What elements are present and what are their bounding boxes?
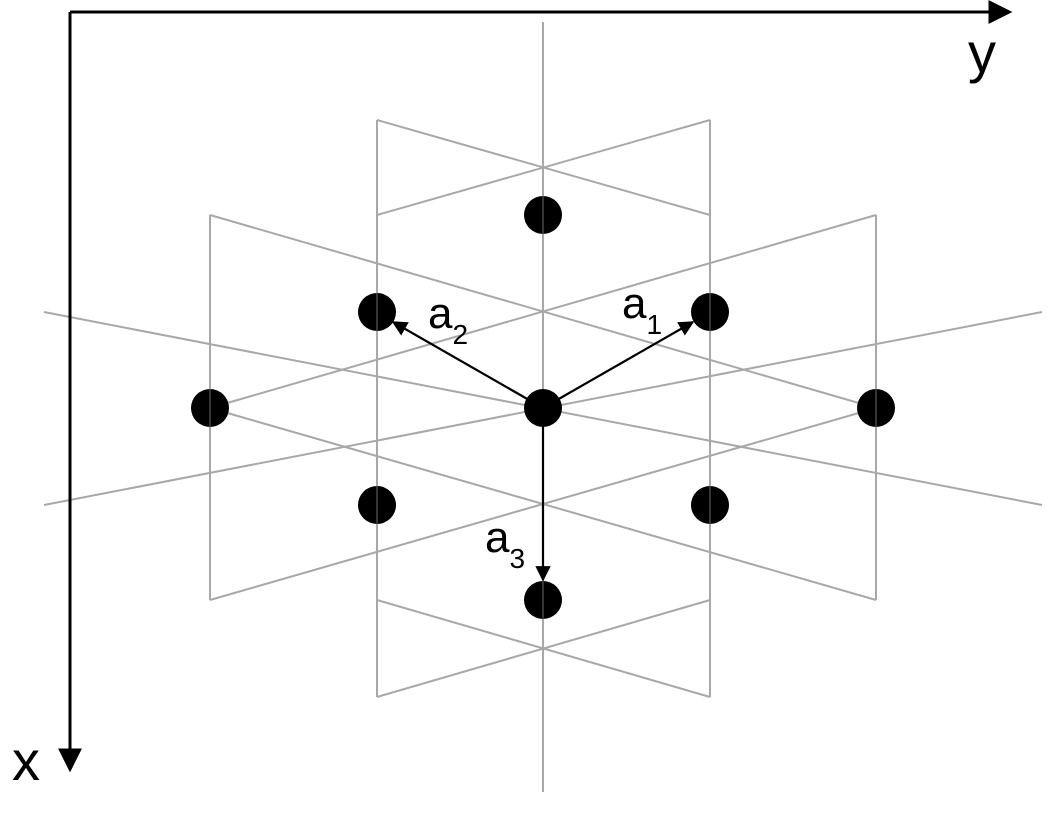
- lattice-vectors: [391, 321, 695, 582]
- vector-a2-base: a: [428, 289, 453, 338]
- vector-a2-sub: 2: [452, 319, 468, 350]
- vector-a1-sub: 1: [646, 309, 662, 340]
- vector-a3-sub: 3: [509, 543, 525, 574]
- lattice-line: [376, 119, 711, 216]
- x-axis-label: x: [12, 729, 40, 792]
- vector-a3-base: a: [485, 513, 510, 562]
- vector-label-a1: a1: [622, 279, 662, 340]
- lattice-line: [376, 599, 711, 698]
- vector-label-a3: a3: [485, 513, 525, 574]
- coordinate-axes: [58, 0, 1013, 773]
- vector-label-a2: a2: [428, 289, 468, 350]
- y-axis-label: y: [968, 21, 996, 84]
- vector-a1-arrow: [542, 321, 695, 409]
- lattice-line: [209, 214, 877, 409]
- vector-a2-arrow: [391, 321, 544, 409]
- vector-a1-base: a: [622, 279, 647, 328]
- site-overlay-lines: [209, 196, 877, 619]
